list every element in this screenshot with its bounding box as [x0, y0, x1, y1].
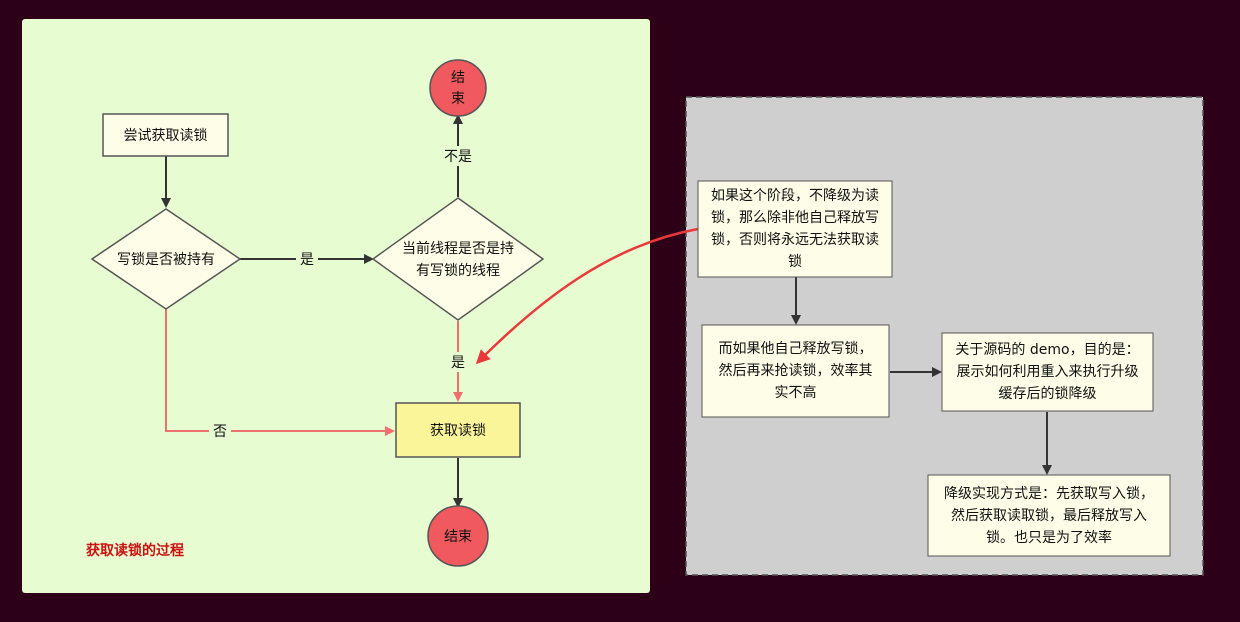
note-1-box [697, 180, 893, 278]
note-3-text: 关于源码的 demo，目的是：展示如何利用重入来执行升级缓存后的锁降级 [955, 342, 1140, 402]
yes-label-1: 是 [300, 252, 314, 268]
red-curve-arrow [475, 227, 699, 365]
arrow-decision1-no-to-acquire [165, 309, 395, 436]
decision-write-lock-held [90, 208, 242, 310]
note-2-text: 而如果他自己释放写锁，然后再来抢读锁，效率其实不高 [718, 341, 873, 401]
note-2-box [701, 324, 890, 418]
yes-label-2: 是 [451, 355, 465, 371]
decision-current-thread [371, 197, 545, 321]
left-panel [22, 19, 650, 593]
end-node-top [429, 59, 487, 117]
caption: 获取读锁的过程 [86, 542, 184, 559]
start-node-label: 尝试获取读锁 [124, 127, 208, 144]
no-label-2: 否 [213, 424, 227, 440]
end-node-top-line2: 束 [451, 91, 465, 107]
no-label-1: 不是 [444, 149, 472, 165]
yes-label-1-bg [296, 249, 318, 269]
end-node-top-line1: 结 [451, 70, 465, 86]
note-4-box [927, 474, 1171, 557]
decision-current-thread-line2: 有写锁的线程 [416, 263, 500, 279]
no-label-1-bg [440, 146, 476, 166]
note-1-text: 如果这个阶段，不降级为读锁，那么除非他自己释放写锁，否则将永远无法获取读锁 [711, 188, 879, 270]
acquire-read-lock-node [395, 402, 521, 458]
decision-write-lock-held-label: 写锁是否被持有 [117, 252, 215, 268]
acquire-read-lock-label: 获取读锁 [430, 422, 486, 439]
start-node [102, 113, 229, 157]
end-node-bottom-label: 结束 [444, 529, 472, 545]
no-label-2-bg [209, 421, 231, 441]
note-4-text: 降级实现方式是：先获取写入锁，然后获取读取锁，最后释放写入锁。也只是为了效率 [944, 485, 1154, 546]
end-node-bottom [427, 505, 489, 567]
decision-current-thread-line1: 当前线程是否是持 [402, 240, 514, 257]
note-3-box [941, 332, 1154, 412]
yes-label-2-bg [447, 352, 469, 372]
